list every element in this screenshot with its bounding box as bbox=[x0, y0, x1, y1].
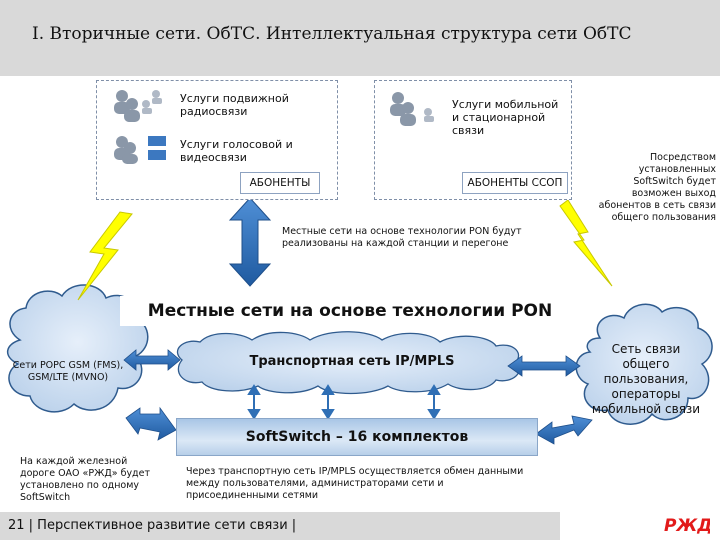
arrow-softswitch-to-right-cloud bbox=[535, 415, 593, 445]
pon-title: Местные сети на основе технологии PON bbox=[120, 296, 580, 326]
rzd-logo: РЖД bbox=[664, 516, 710, 536]
subscribers-label-left: АБОНЕНТЫ bbox=[240, 172, 320, 194]
subscribers-label-right: АБОНЕНТЫ ССОП bbox=[462, 172, 568, 194]
left-cloud-label: Сети РОРС GSM (FMS), GSM/LTE (MVNO) bbox=[12, 360, 124, 383]
local-networks-note: Местные сети на основе технологии PON бу… bbox=[282, 226, 522, 249]
small-arrow-1 bbox=[247, 384, 261, 420]
page-title: I. Вторичные сети. ОбТС. Интеллектуальна… bbox=[32, 24, 632, 44]
right-cloud-shape bbox=[575, 303, 713, 425]
footer-bar bbox=[0, 512, 560, 540]
softswitch-bar: SoftSwitch – 16 комплектов bbox=[176, 418, 538, 456]
mobile-services-label: Услуги подвижной радиосвязи bbox=[180, 92, 289, 118]
mobile-fixed-services-label: Услуги мобильной и стационарной связи bbox=[452, 98, 559, 137]
title-bar bbox=[0, 0, 720, 76]
arrow-left-cloud-to-softswitch bbox=[125, 406, 177, 441]
transport-note: Через транспортную сеть IP/MPLS осуществ… bbox=[186, 466, 524, 501]
user-group-icon bbox=[114, 90, 166, 164]
arrow-left-cloud-to-transport bbox=[123, 349, 181, 371]
right-cloud-label: Сеть связи общего пользования, операторы… bbox=[591, 342, 701, 416]
arrow-transport-to-right-cloud bbox=[507, 355, 581, 377]
softswitch-exit-note: Посредством установленных SoftSwitch буд… bbox=[598, 152, 716, 223]
railway-note: На каждой железной дороге ОАО «РЖД» буде… bbox=[20, 456, 151, 503]
voice-services-label: Услуги голосовой и видеосвязи bbox=[180, 138, 293, 164]
lightning-right bbox=[559, 199, 613, 287]
vertical-double-arrow bbox=[228, 197, 272, 287]
user-group-icon-right bbox=[390, 92, 434, 126]
lightning-left bbox=[77, 211, 133, 301]
small-arrow-3 bbox=[427, 384, 441, 420]
small-arrow-2 bbox=[321, 384, 335, 420]
footer-text: 21 | Перспективное развитие сети связи | bbox=[8, 518, 297, 533]
transport-network-label: Транспортная сеть IP/MPLS bbox=[249, 354, 455, 369]
svg-text:РЖД: РЖД bbox=[664, 516, 710, 536]
